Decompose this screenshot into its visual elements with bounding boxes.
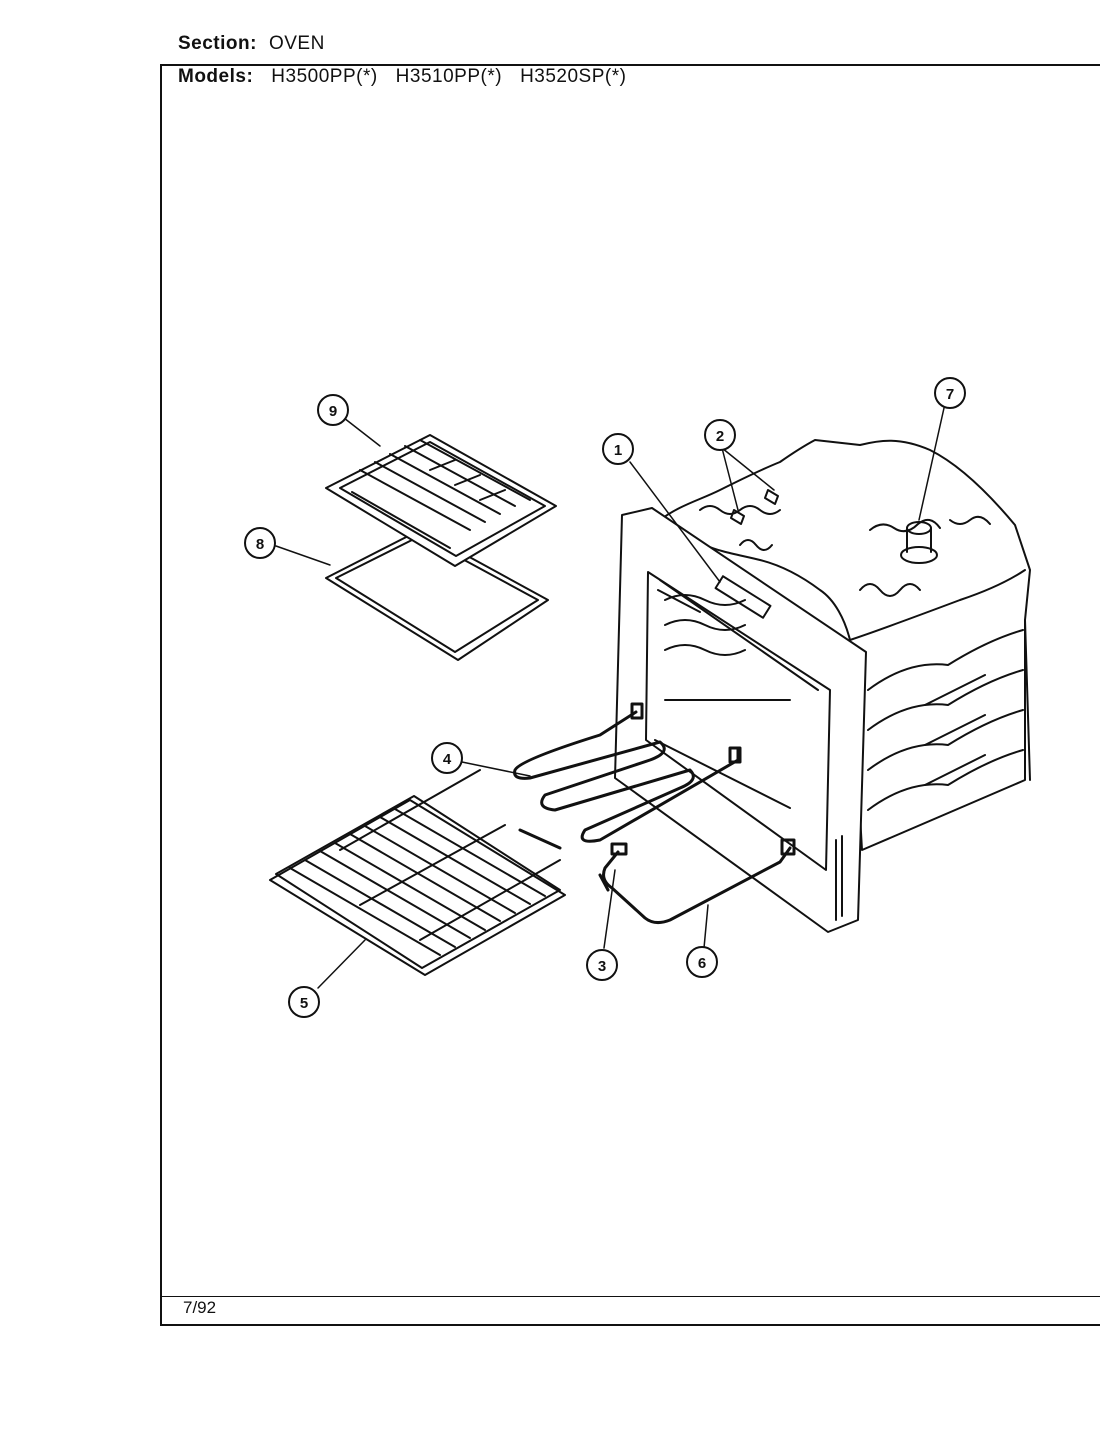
callout-3: 3 <box>586 949 618 981</box>
bake-element <box>518 828 796 925</box>
callout-4: 4 <box>431 742 463 774</box>
model-number: H3520SP(*) <box>520 66 627 87</box>
section-value: OVEN <box>268 33 325 54</box>
diagram-frame <box>160 64 1100 1326</box>
svg-text:8: 8 <box>256 536 264 553</box>
svg-text:5: 5 <box>300 995 308 1012</box>
oven-rack <box>269 769 566 976</box>
callout-5: 5 <box>288 986 320 1018</box>
models-label: Models: <box>178 66 254 87</box>
oven-cavity <box>659 439 1031 851</box>
callout-8: 8 <box>244 527 276 559</box>
model-number: H3500PP(*) <box>271 66 378 87</box>
broil-element <box>513 702 742 843</box>
svg-text:7: 7 <box>946 386 954 403</box>
model-number: H3510PP(*) <box>395 66 503 87</box>
front-frame <box>614 507 867 933</box>
callout-6: 6 <box>686 946 718 978</box>
svg-text:4: 4 <box>443 751 452 768</box>
callout-9: 9 <box>317 394 349 426</box>
callout-2: 2 <box>704 419 736 451</box>
revision-date: 7/92 <box>183 1298 217 1317</box>
svg-text:1: 1 <box>614 442 622 459</box>
callout-1: 1 <box>602 433 634 465</box>
models-heading: Models: H3500PP(*) H3510PP(*) H3520SP(*) <box>178 66 626 88</box>
footer-divider <box>160 1296 1100 1297</box>
svg-text:9: 9 <box>329 403 337 420</box>
section-heading: Section: OVEN <box>178 33 325 55</box>
svg-text:2: 2 <box>716 428 724 445</box>
callout-7: 7 <box>934 377 966 409</box>
section-label: Section: <box>178 33 257 54</box>
svg-text:6: 6 <box>698 955 706 972</box>
leader-lines <box>275 407 945 989</box>
broiler-pan <box>325 529 549 661</box>
broiler-pan-insert <box>325 434 557 567</box>
svg-text:3: 3 <box>598 958 606 975</box>
